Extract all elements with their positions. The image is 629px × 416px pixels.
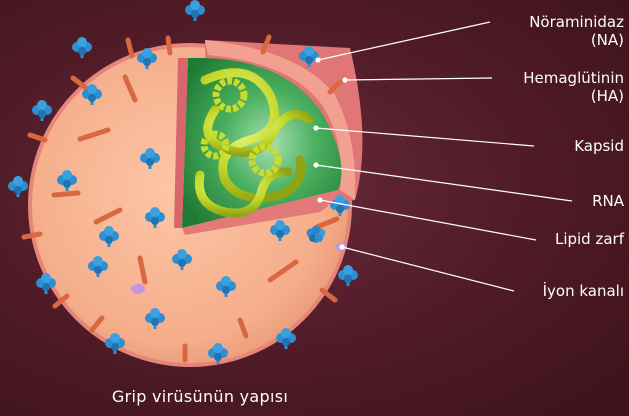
label-lipid-envelope: Lipid zarf xyxy=(440,230,624,248)
label-ion-channel: İyon kanalı xyxy=(440,282,624,300)
label-hemagglutinin-abbr: (HA) xyxy=(440,87,624,105)
label-neuraminidase-abbr: (NA) xyxy=(440,31,624,49)
label-rna: RNA xyxy=(440,192,624,210)
label-neuraminidase-name: Nöraminidaz xyxy=(440,13,624,31)
label-capsid: Kapsid xyxy=(440,137,624,155)
figure-caption: Grip virüsünün yapısı xyxy=(0,387,400,406)
label-hemagglutinin: Hemaglütinin (HA) xyxy=(440,69,624,105)
label-hemagglutinin-name: Hemaglütinin xyxy=(440,69,624,87)
label-neuraminidase: Nöraminidaz (NA) xyxy=(440,13,624,49)
